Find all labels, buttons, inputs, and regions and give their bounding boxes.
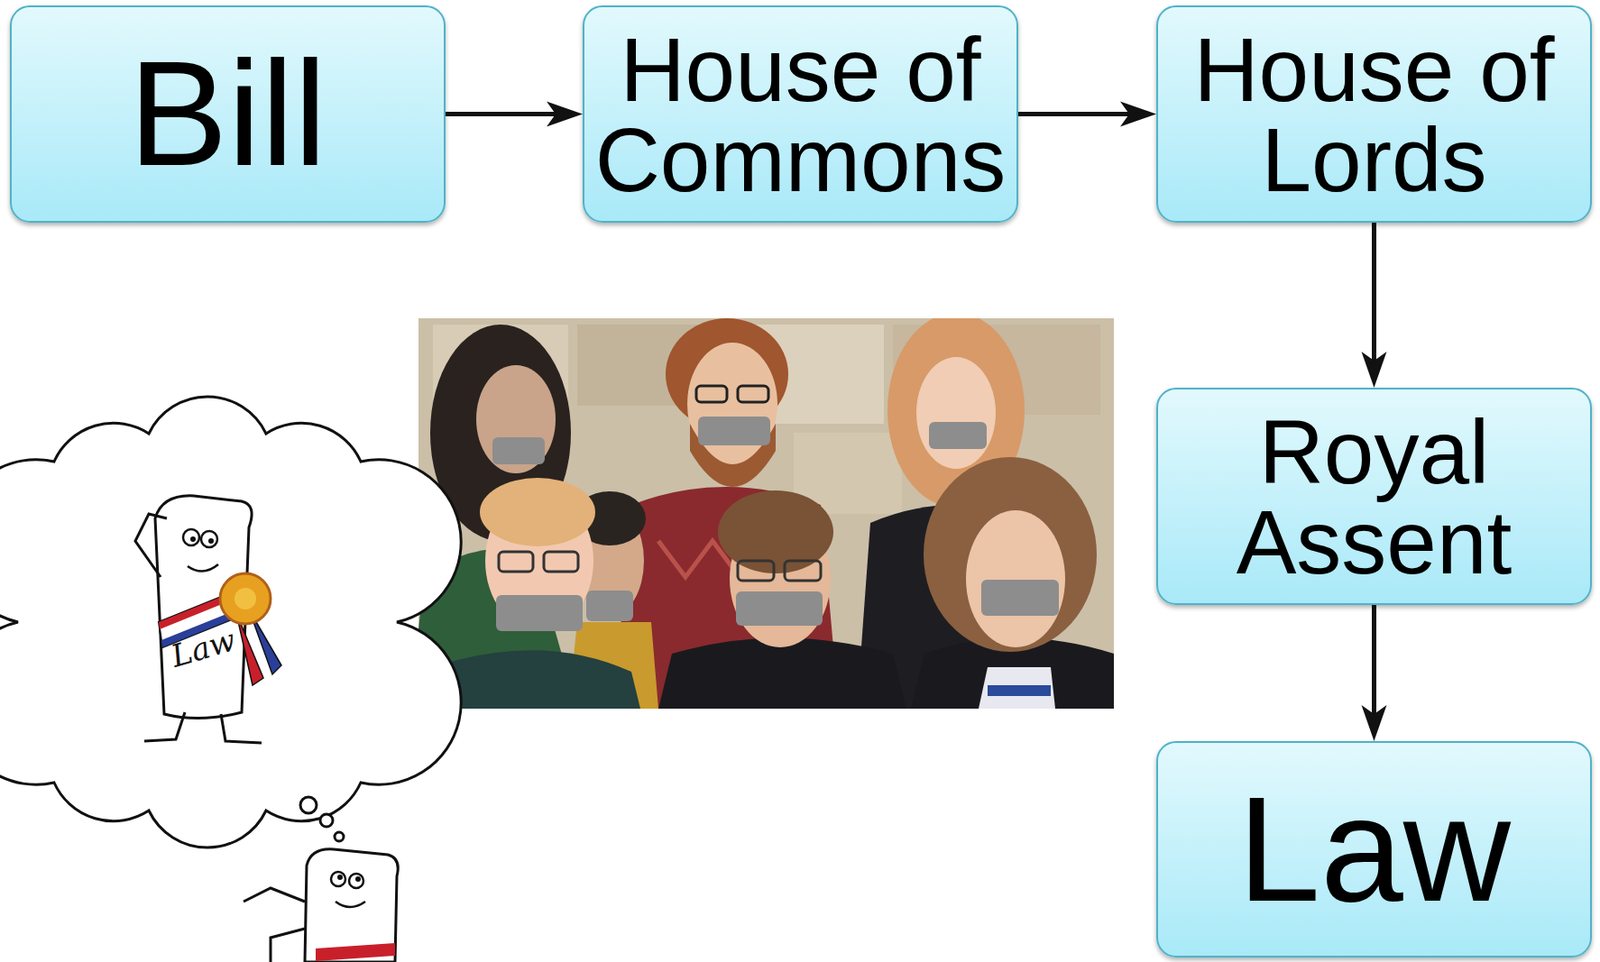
flow-arrow <box>445 101 583 128</box>
process-box: Royal Assent <box>1156 387 1592 606</box>
arrow-line <box>1371 222 1377 361</box>
arrow-head <box>546 101 583 128</box>
process-box: House of Lords <box>1156 5 1592 223</box>
process-box: House of Commons <box>582 5 1019 223</box>
arrow-line <box>445 111 556 117</box>
flow-arrow <box>1361 222 1388 388</box>
box-label: House of Lords <box>1167 24 1582 205</box>
box-label: Bill <box>128 39 327 189</box>
sash-label: Law <box>167 624 240 672</box>
box-label: Law <box>1237 775 1511 925</box>
process-box: Bill <box>9 5 446 223</box>
arrow-line <box>1018 111 1130 117</box>
flow-arrow <box>1018 101 1157 128</box>
process-box: Law <box>1156 741 1592 958</box>
box-label: Royal Assent <box>1167 406 1582 588</box>
flow-arrow <box>1361 605 1388 742</box>
box-label: House of Commons <box>593 24 1008 205</box>
arrow-head <box>1361 705 1388 742</box>
arrow-line <box>1371 605 1377 715</box>
arrow-head <box>1120 101 1157 128</box>
arrow-head <box>1361 351 1388 388</box>
